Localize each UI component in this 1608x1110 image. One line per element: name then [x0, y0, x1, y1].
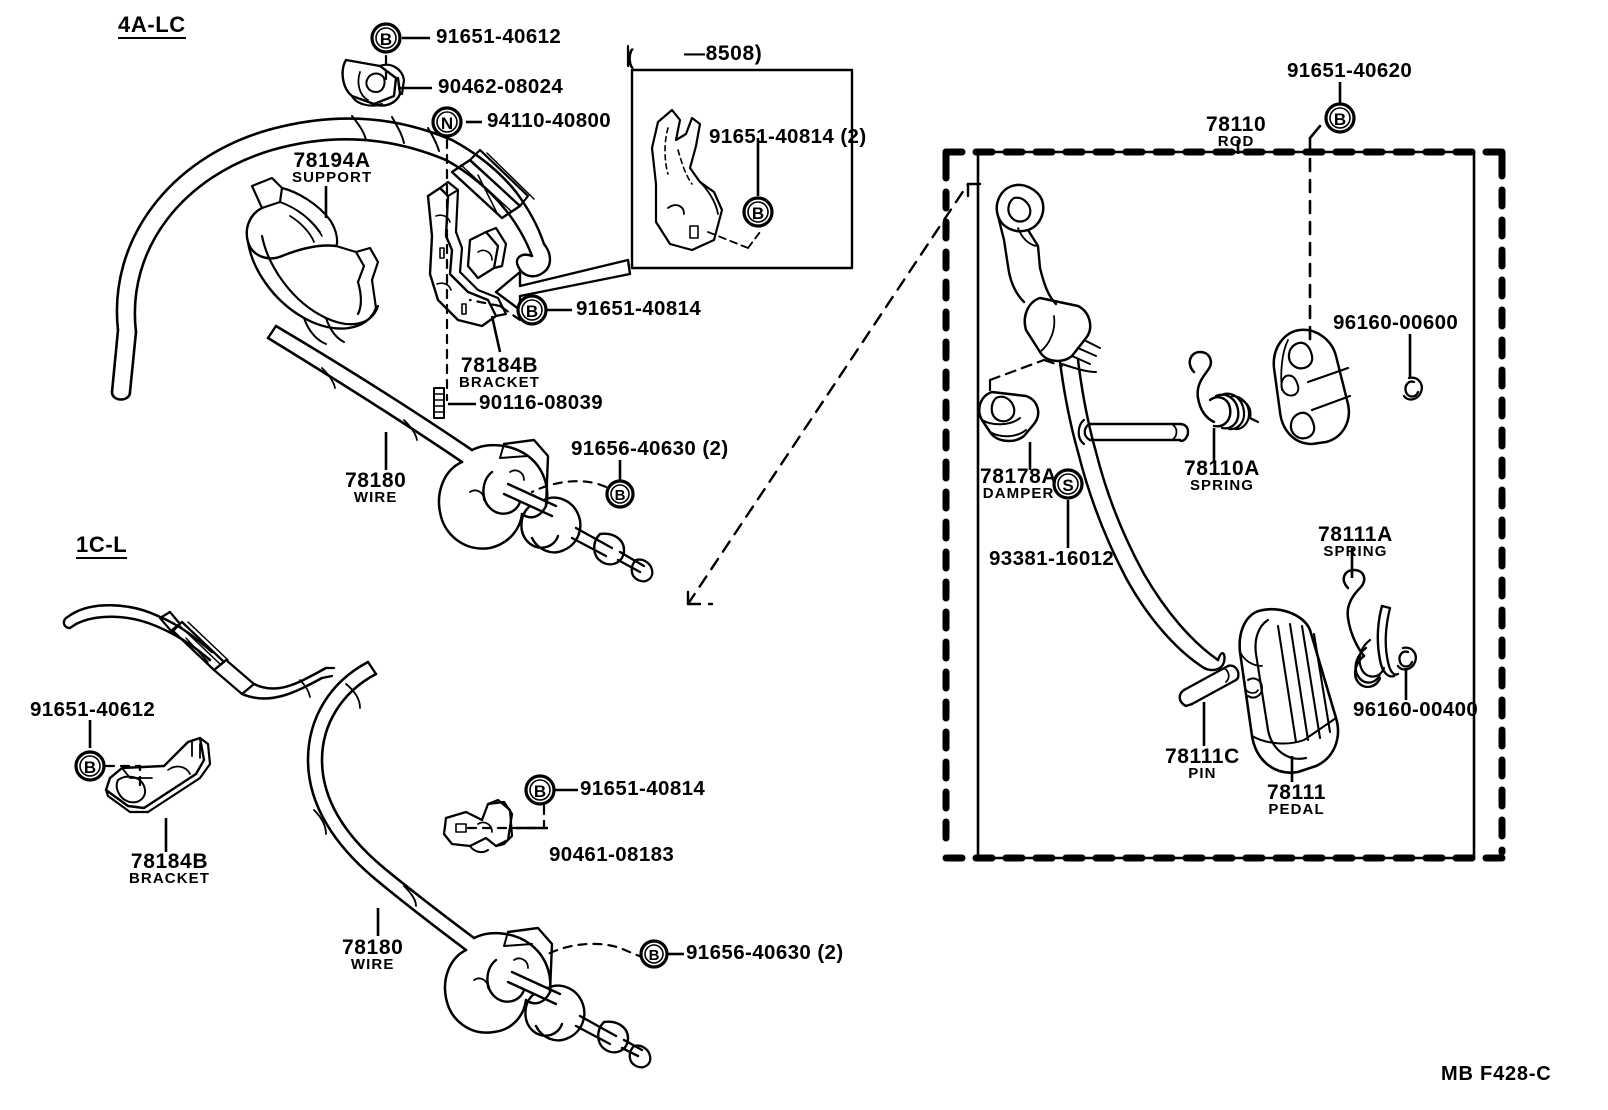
part-number-91651-40612-bottom: 91651-40612: [30, 698, 156, 721]
part-caption-78180-bottom: WIRE: [350, 956, 395, 974]
section-heading-4alc: 4A-LC: [118, 13, 186, 40]
sheet-code: MB F428-C: [1441, 1063, 1552, 1085]
part-label-78110A: 78110A SPRING: [1184, 458, 1260, 494]
part-id-78178A: 78178A: [980, 465, 1058, 488]
part-number-91656-40630-bottom: 91656-40630 (2): [686, 941, 844, 964]
part-number-91651-40620: 91651-40620: [1287, 59, 1413, 82]
svg-text:B: B: [84, 758, 96, 777]
part-label-78111A: 78111A SPRING: [1318, 524, 1393, 560]
part-caption-78184B-bottom: BRACKET: [129, 870, 211, 888]
part-caption-78110: ROD: [1217, 133, 1255, 151]
part-id-78184B-top: 78184B: [460, 354, 539, 377]
part-caption-78110A: SPRING: [1189, 477, 1255, 495]
part-caption-78111: PEDAL: [1268, 801, 1325, 819]
inset-range-label: —8508): [684, 42, 763, 65]
part-number-91651-40814-inset: 91651-40814 (2): [709, 125, 867, 148]
part-number-90461-08183: 90461-08183: [549, 843, 675, 866]
part-label-78194A: 78194A SUPPORT: [292, 150, 372, 186]
part-number-90116-08039: 90116-08039: [479, 391, 604, 414]
part-label-78180-top: 78180 WIRE: [345, 470, 406, 506]
svg-text:B: B: [752, 204, 764, 223]
part-id-78111: 78111: [1267, 781, 1327, 804]
part-id-78180-top: 78180: [345, 469, 407, 492]
svg-text:B: B: [526, 302, 538, 321]
part-number-91651-40612-top: 91651-40612: [436, 25, 562, 48]
section-heading-1cl: 1C-L: [76, 533, 128, 560]
part-label-78184B-top: 78184B BRACKET: [459, 355, 540, 391]
inset-open-paren: (: [627, 46, 635, 69]
part-caption-78111C: PIN: [1188, 765, 1217, 783]
part-label-78180-bottom: 78180 WIRE: [342, 937, 403, 973]
svg-text:B: B: [615, 487, 626, 504]
part-id-78110A: 78110A: [1184, 457, 1261, 480]
part-id-78180-bottom: 78180: [342, 936, 404, 959]
svg-text:N: N: [441, 114, 453, 133]
part-caption-78111A: SPRING: [1323, 543, 1388, 561]
part-caption-78178A: DAMPER: [982, 485, 1055, 503]
part-label-78111C: 78111C PIN: [1165, 746, 1240, 782]
part-label-78184B-bottom: 78184B BRACKET: [129, 851, 210, 887]
part-id-78110: 78110: [1206, 113, 1267, 136]
svg-text:B: B: [534, 782, 546, 801]
part-label-78111: 78111 PEDAL: [1267, 782, 1326, 818]
part-number-90462-08024: 90462-08024: [438, 75, 564, 98]
svg-text:S: S: [1062, 476, 1073, 495]
part-id-78194A: 78194A: [293, 149, 371, 172]
part-number-96160-00400: 96160-00400: [1353, 698, 1479, 721]
part-number-91651-40814-top: 91651-40814: [576, 297, 702, 320]
svg-text:B: B: [380, 30, 392, 49]
svg-text:B: B: [649, 947, 660, 964]
part-label-78110: 78110 ROD: [1206, 114, 1266, 150]
part-label-78178A: 78178A DAMPER: [980, 466, 1057, 502]
part-caption-78194A: SUPPORT: [292, 169, 373, 187]
part-id-78111C: 78111C: [1165, 745, 1240, 768]
part-number-93381-16012: 93381-16012: [989, 547, 1115, 570]
part-id-78184B-bottom: 78184B: [130, 850, 209, 873]
svg-text:B: B: [1334, 110, 1346, 129]
part-caption-78180-top: WIRE: [353, 489, 398, 507]
part-id-78111A: 78111A: [1318, 523, 1393, 546]
part-number-91651-40814-bottom: 91651-40814: [580, 777, 706, 800]
part-number-96160-00600: 96160-00600: [1333, 311, 1459, 334]
part-caption-78184B-top: BRACKET: [459, 374, 541, 392]
part-number-94110-40800: 94110-40800: [487, 109, 612, 132]
part-number-91656-40630-top: 91656-40630 (2): [571, 437, 729, 460]
